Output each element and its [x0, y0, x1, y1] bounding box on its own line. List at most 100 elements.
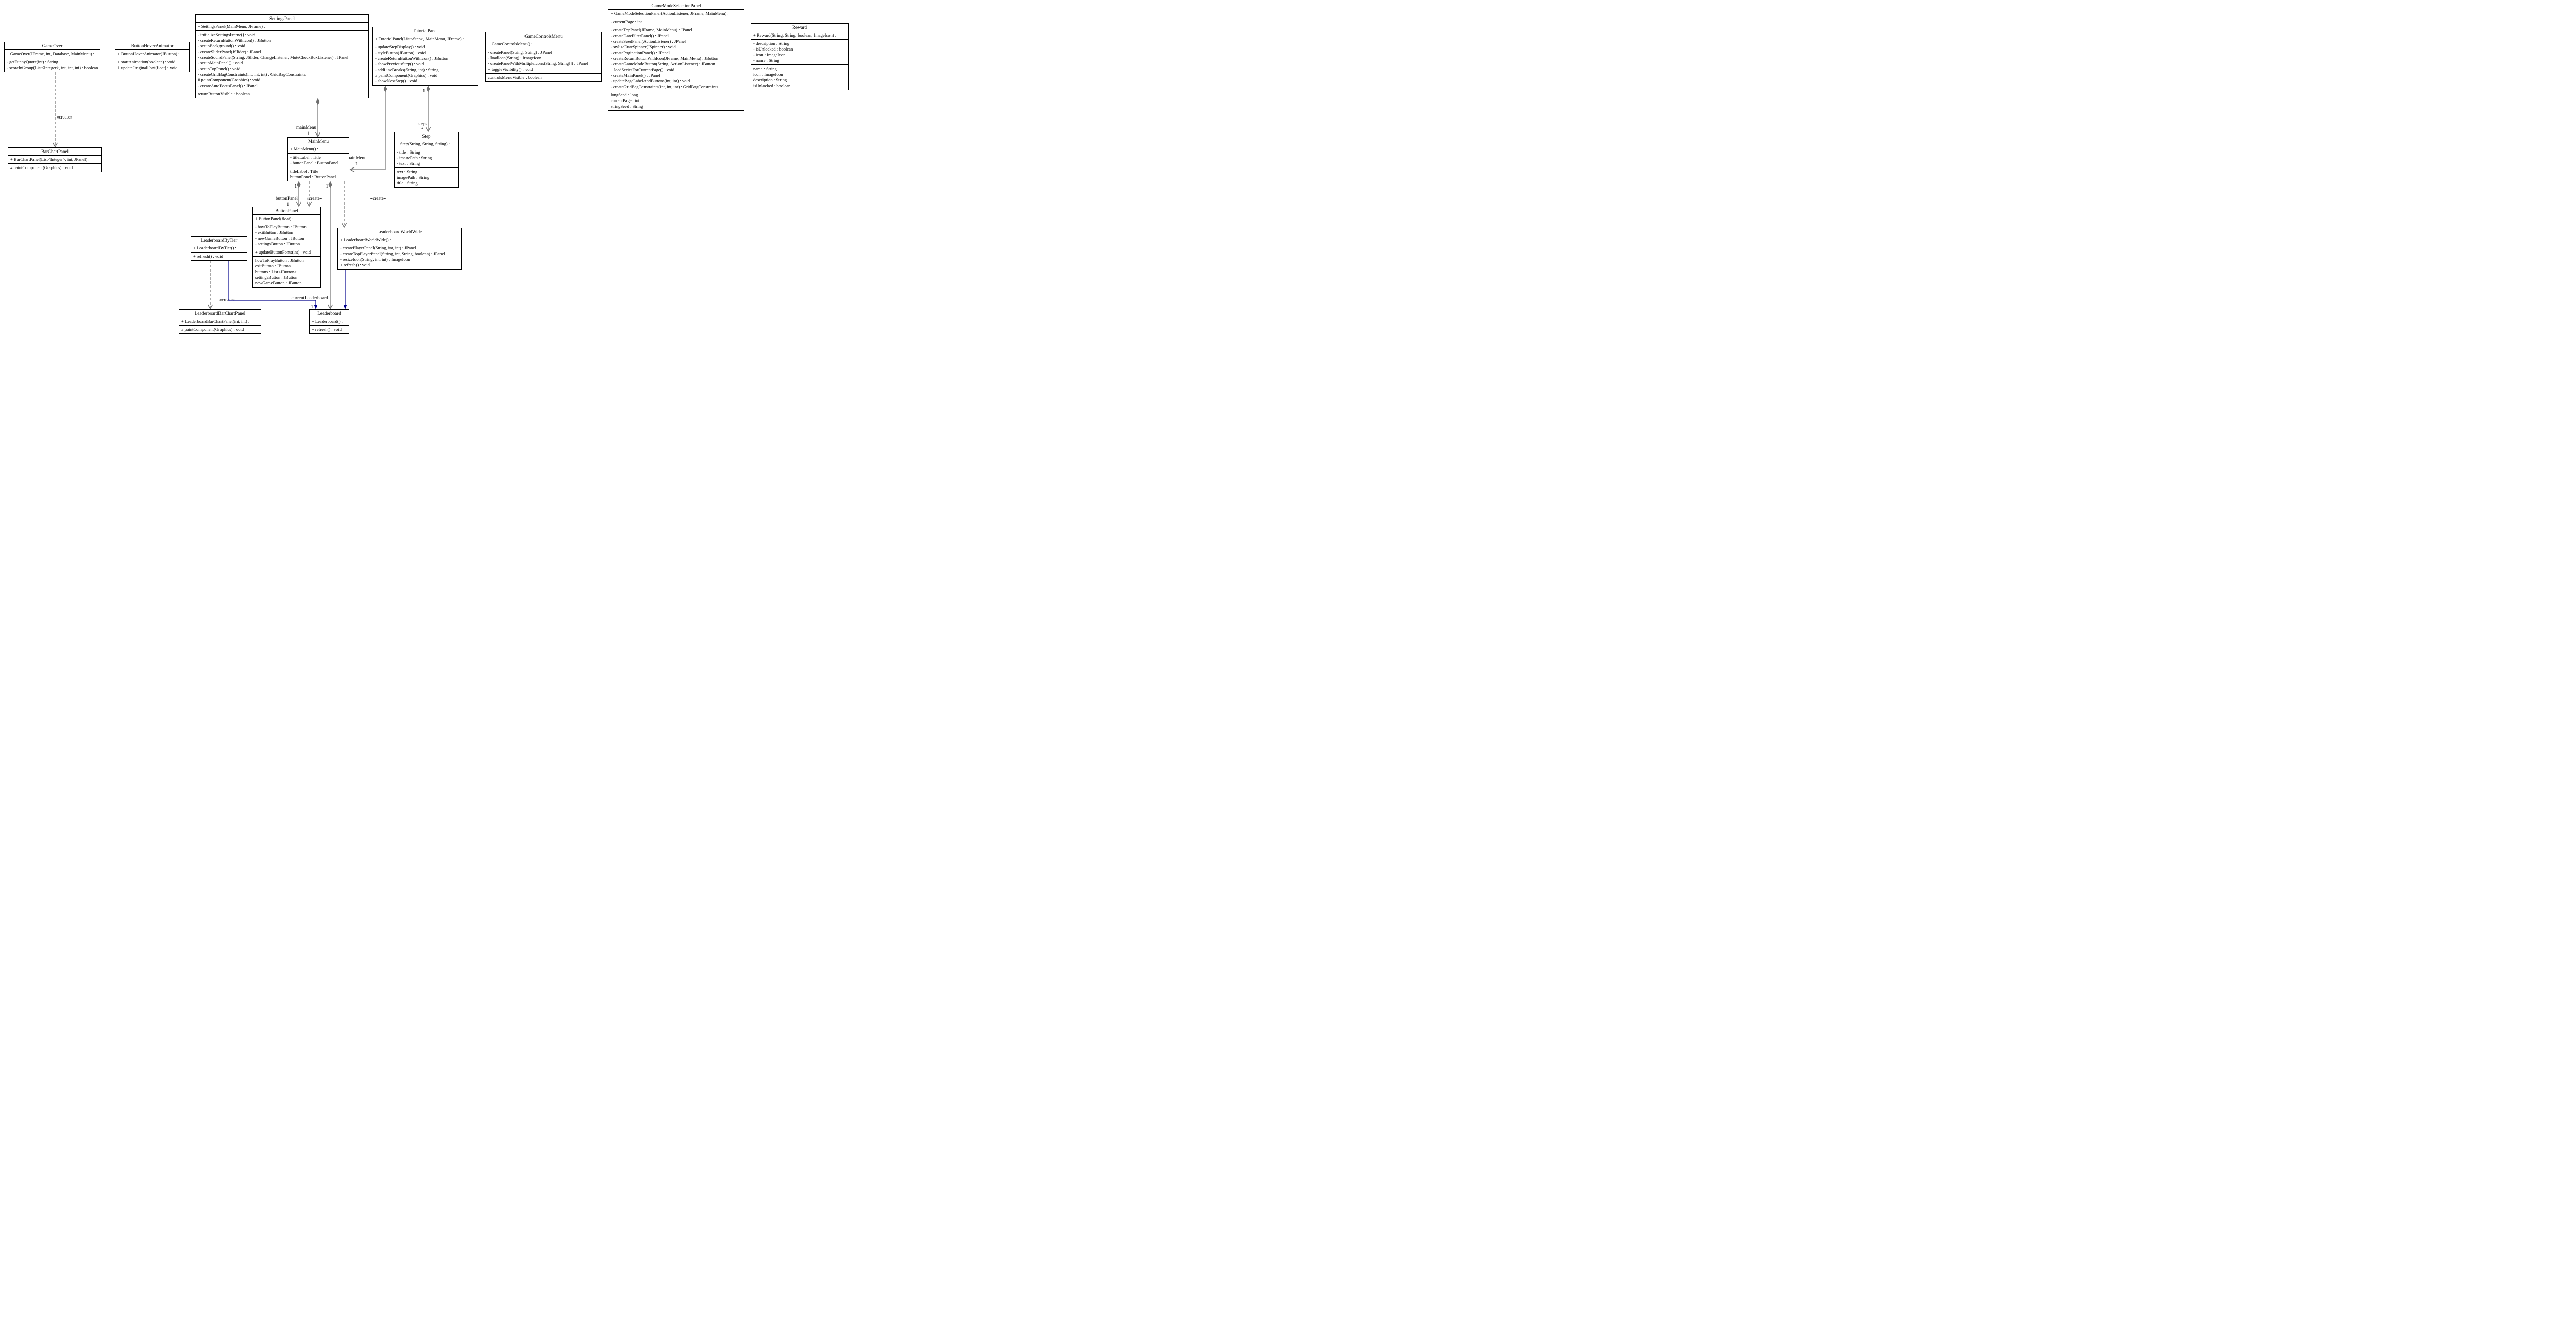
class-Step: Step+ Step(String, String, String) :- ti… [394, 132, 459, 188]
member-row: - initializeSettingsFrame() : void [198, 32, 256, 37]
compartment-attributes: - title : String- imagePath : String- te… [395, 148, 458, 167]
member-row: - createAutoFocusPanel() : JPanel [198, 83, 258, 88]
member-row: - text : String [397, 161, 420, 166]
compartment-fields: controlsMenuVisible : boolean [486, 73, 601, 81]
member-row: + GameControlsMenu() : [488, 41, 533, 46]
member-row: # paintComponent(Graphics) : void [375, 73, 438, 78]
open-arrowhead-icon [52, 142, 58, 148]
filled-arrowhead-icon [314, 305, 318, 309]
class-title: GameControlsMenu [524, 33, 563, 39]
open-arrowhead-icon [306, 201, 312, 207]
compartment-methods: # paintComponent(Graphics) : void [8, 163, 101, 172]
open-arrowhead-icon [341, 223, 347, 228]
member-row: - createPanelWithMultipleIcons(String, S… [488, 61, 588, 66]
compartment-methods: - updateStepDisplay() : void- styleButto… [373, 43, 478, 85]
member-row: + MainMenu() : [290, 146, 318, 152]
member-row: + Leaderboard() : [312, 318, 343, 324]
member-row: isUnlocked : boolean [753, 83, 791, 88]
compartment-methods: # paintComponent(Graphics) : void [179, 325, 261, 333]
member-row: + ButtonHoverAnimator(JButton) : [117, 51, 180, 56]
compartment-ctor: + MainMenu() : [288, 145, 349, 153]
member-row: - createPaginationPanel() : JPanel [611, 50, 670, 55]
member-row: - updateStepDisplay() : void [375, 44, 425, 49]
class-title: BarChartPanel [41, 149, 69, 154]
class-Leaderboard: Leaderboard + Leaderboard() :+ refresh() … [309, 309, 349, 334]
composition-diamond-icon [316, 98, 320, 105]
member-row: - settingsButton : JButton [255, 241, 300, 246]
member-row: currentPage : int [611, 98, 640, 103]
member-row: + startAnimation(boolean) : void [117, 59, 176, 64]
member-row: - createSoundPanel(String, JSlider, Chan… [198, 55, 349, 60]
class-title: MainMenu [308, 139, 329, 144]
open-arrowhead-icon [349, 166, 355, 173]
compartment-methods: + refresh() : void [191, 252, 247, 260]
class-title: TutorialPanel [413, 28, 438, 33]
class-title: GameModeSelectionPanel [651, 3, 701, 8]
member-row: - createReturnButtonWithIcon() : JButton [198, 38, 271, 43]
composition-diamond-icon [426, 86, 430, 92]
member-row: + BarChartPanel(List<Integer>, int, JPan… [10, 157, 90, 162]
class-GameControlsMenu: GameControlsMenu + GameControlsMenu() : - … [485, 32, 602, 82]
compartment-methods: + updateButtonFonts(int) : void [253, 248, 320, 256]
member-row: - createSliderPanel(JSlider) : JPanel [198, 49, 261, 54]
member-row: + Step(String, String, String) : [397, 141, 450, 146]
open-arrowhead-icon [207, 304, 213, 310]
compartment-methods: + startAnimation(boolean) : void+ update… [115, 58, 189, 72]
multiplicity-label: 1 [287, 201, 290, 207]
member-row: - createPanel(String, String) : JPanel [488, 49, 552, 55]
member-row: + Reward(String, String, boolean, ImageI… [753, 32, 837, 38]
member-row: - newGameButton : JButton [255, 236, 304, 241]
class-title: SettingsPanel [269, 16, 295, 21]
compartment-ctor: + SettingsPanel(MainMenu, JFrame) : [196, 22, 368, 30]
class-BarChartPanel: BarChartPanel + BarChartPanel(List<Intege… [8, 147, 102, 172]
member-row: - showPreviousStep() : void [375, 61, 425, 66]
member-row: + ButtonPanel(float) : [255, 216, 294, 221]
member-row: + updateButtonFonts(int) : void [255, 249, 311, 255]
member-row: newGameButton : JButton [255, 280, 302, 285]
member-row: + GameOver(JFrame, int, Database, MainMe… [7, 51, 95, 56]
member-row: - title : String [397, 149, 420, 155]
member-row: exitButton : JButton [255, 263, 291, 268]
member-row: - updatePageLabelAndButtons(int, int) : … [611, 78, 690, 83]
compartment-ctor: + TutorialPanel(List<Step>, MainMenu, JF… [373, 35, 478, 43]
member-row: + LeaderboardByTier() : [193, 245, 236, 250]
compartment-ctor: + GameModeSelectionPanel(ActionListener,… [608, 9, 744, 18]
compartment-methods: + refresh() : void [310, 325, 349, 333]
compartment-methods: - createTopPanel(JFrame, MainMenu) : JPa… [608, 26, 744, 91]
member-row: - setupMainPanel() : void [198, 60, 243, 65]
multiplicity-label: 1 [355, 161, 358, 166]
member-row: - createReturnButtonWithIcon() : JButton [375, 56, 448, 61]
member-row: + refresh() : void [340, 262, 370, 267]
member-row: - setupTopPanel() : void [198, 66, 241, 71]
class-title: Leaderboard [317, 311, 341, 316]
member-row: - isUnlocked : boolean [753, 46, 793, 52]
multiplicity-label: 1 [326, 183, 329, 189]
class-MainMenu: MainMenu + MainMenu() : - titleLabel : Tit… [287, 137, 349, 181]
member-row: + updateOriginalFont(float) : void [117, 65, 178, 70]
compartment-attributes: - description : String- isUnlocked : boo… [751, 39, 848, 64]
role-label: buttonPanel [276, 196, 298, 201]
member-row: - createSeedPanel(ActionListener) : JPan… [611, 39, 686, 44]
class-ButtonHoverAnimator: ButtonHoverAnimator + ButtonHoverAnimator… [115, 42, 190, 72]
compartment-ctor: + ButtonHoverAnimator(JButton) : [115, 49, 189, 58]
member-row: - loadIcon(String) : ImageIcon [488, 55, 542, 60]
member-row: + LeaderboardBarChartPanel(int, int) : [181, 318, 250, 324]
multiplicity-label: 1 [295, 183, 297, 189]
member-row: - titleLabel : Title [290, 155, 321, 160]
member-row: - createMainPanel() : JPanel [611, 73, 660, 78]
edge-layer: «create»mainMenu1mainMenu11steps*1button… [52, 72, 431, 310]
member-row: - createTopPanel(JFrame, MainMenu) : JPa… [611, 27, 692, 32]
multiplicity-label: 1 [308, 131, 310, 136]
member-row: controlsMenuVisible : boolean [488, 75, 542, 80]
composition-diamond-icon [297, 181, 301, 188]
member-row: - description : String [753, 41, 790, 46]
role-label: steps [418, 121, 427, 126]
member-row: # paintComponent(Graphics) : void [10, 165, 73, 170]
class-title: ButtonHoverAnimator [131, 43, 174, 48]
member-row: description : String [753, 77, 787, 82]
compartment-ctor: + GameOver(JFrame, int, Database, MainMe… [5, 49, 100, 58]
member-row: + GameModeSelectionPanel(ActionListener,… [611, 11, 729, 16]
